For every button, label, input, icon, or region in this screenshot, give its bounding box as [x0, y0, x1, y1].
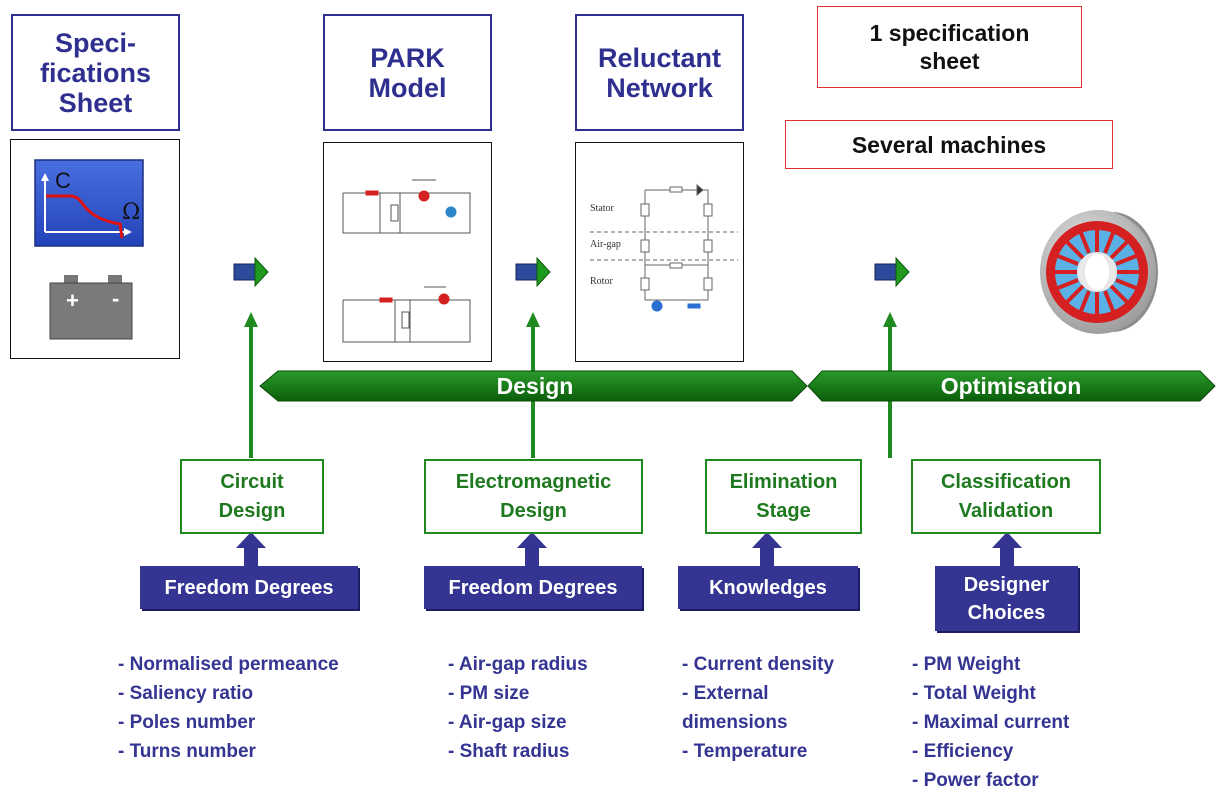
list-item: - External — [682, 683, 769, 704]
list-item: dimensions — [682, 712, 788, 733]
input-freedom-degrees-electromagnetic: Freedom Degrees — [424, 566, 642, 609]
list-item: - Air-gap size — [448, 712, 567, 733]
torque-axis-label: C — [55, 168, 71, 193]
stage-spec-sheet: Speci- fications Sheet — [11, 14, 180, 131]
reluctance-circuit-drawing — [590, 183, 738, 312]
battery-plus: + — [66, 288, 79, 313]
design-band — [259, 370, 808, 402]
list-item: - Current density — [682, 654, 835, 675]
list-item: - Turns number — [118, 741, 256, 762]
park-circuit-drawing — [342, 179, 471, 343]
step-circuit-design: Circuit Design — [180, 459, 324, 534]
input-arrow-electromagnetic — [517, 532, 547, 566]
elimination-criteria-list: - Current density - External dimensions … — [682, 650, 834, 766]
input-knowledges: Knowledges — [678, 566, 858, 609]
input-arrow-elimination — [752, 532, 782, 566]
input-designer-choices: Designer Choices — [935, 566, 1078, 631]
battery-icon — [49, 275, 133, 340]
battery-minus: - — [112, 286, 120, 311]
list-item: - Normalised permeance — [118, 654, 339, 675]
list-item: - Air-gap radius — [448, 654, 588, 675]
note-several-machines: Several machines — [785, 120, 1113, 169]
note-one-spec-sheet: 1 specification sheet — [817, 6, 1082, 88]
reluctance-network-circuit — [575, 142, 744, 362]
right-arrow-icon — [874, 256, 910, 288]
right-arrow-icon — [515, 256, 551, 288]
rotor-label: Rotor — [590, 276, 613, 287]
up-arrow-circuit — [244, 312, 258, 458]
classification-criteria-list: - PM Weight - Total Weight - Maximal cur… — [912, 650, 1069, 795]
list-item: - Temperature — [682, 741, 808, 762]
list-item: - PM Weight — [912, 654, 1021, 675]
stage-reluctant-network: Reluctant Network — [575, 14, 744, 131]
input-arrow-circuit — [236, 532, 266, 566]
electromagnetic-parameter-list: - Air-gap radius - PM size - Air-gap siz… — [448, 650, 588, 766]
optimisation-band — [807, 370, 1216, 402]
torque-speed-chart-icon — [34, 159, 144, 247]
input-arrow-classification — [992, 532, 1022, 566]
stage-park-model: PARK Model — [323, 14, 492, 131]
list-item: - Maximal current — [912, 712, 1070, 733]
list-item: - Saliency ratio — [118, 683, 254, 704]
input-freedom-degrees-circuit: Freedom Degrees — [140, 566, 358, 609]
air-gap-label: Air-gap — [590, 239, 621, 250]
motor-illustration — [1040, 210, 1158, 334]
optimisation-phase-label: Optimisation — [940, 372, 1082, 399]
step-electromagnetic-design: Electromagnetic Design — [424, 459, 643, 534]
list-item: - PM size — [448, 683, 530, 704]
list-item: - Efficiency — [912, 741, 1014, 762]
step-classification-validation: Classification Validation — [911, 459, 1101, 534]
design-phase-label: Design — [496, 372, 574, 399]
stator-label: Stator — [590, 203, 614, 214]
right-arrow-icon — [233, 256, 269, 288]
circuit-parameter-list: - Normalised permeance - Saliency ratio … — [118, 650, 339, 766]
step-elimination-stage: Elimination Stage — [705, 459, 862, 534]
list-item: - Shaft radius — [448, 741, 570, 762]
list-item: - Power factor — [912, 770, 1039, 791]
speed-axis-label: Ω — [122, 200, 141, 225]
list-item: - Poles number — [118, 712, 256, 733]
list-item: - Total Weight — [912, 683, 1036, 704]
